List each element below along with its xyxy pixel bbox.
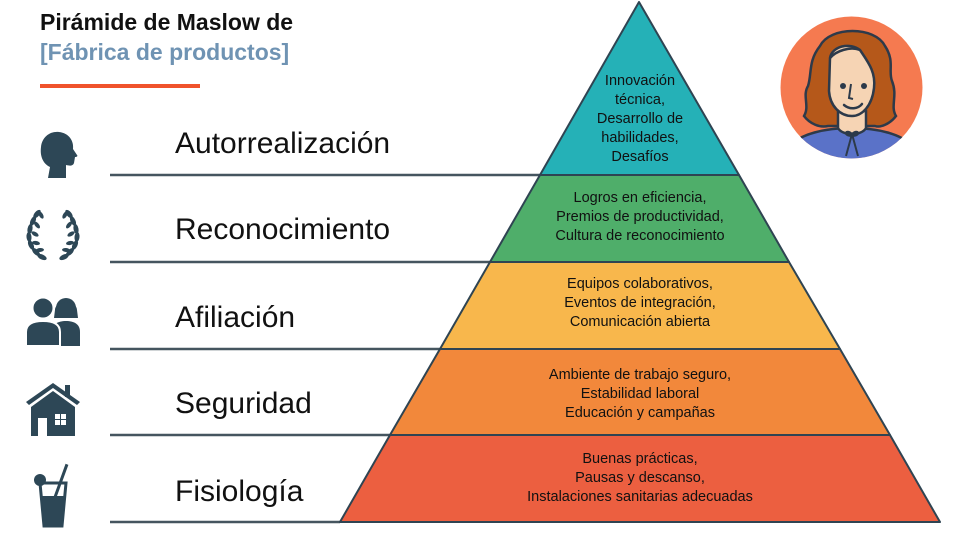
tier-item: técnica, (615, 92, 665, 108)
title-underline (40, 84, 200, 88)
level-label-autorrealizacion: Autorrealización (175, 127, 391, 160)
tier-item: Instalaciones sanitarias adecuadas (527, 489, 753, 505)
tier-item: Eventos de integración, (564, 295, 716, 311)
tier-item: Innovación (604, 73, 676, 89)
tier-item: Educación y campañas (565, 405, 715, 421)
page-title: Pirámide de Maslow de (40, 9, 294, 35)
level-label-fisiologia: Fisiología (175, 475, 304, 508)
tier-item: Cultura de reconocimiento (555, 228, 725, 244)
woman-avatar-icon (780, 16, 923, 159)
couple-icon (25, 296, 80, 347)
tier-item: Logros en eficiencia, (573, 190, 707, 206)
tier-item: Desafíos (611, 149, 669, 165)
tier-item: Pausas y descanso, (575, 470, 705, 486)
laurel-wreath-icon (26, 209, 80, 261)
tier-item: Estabilidad laboral (580, 386, 700, 402)
tier-item: Buenas prácticas, (582, 451, 698, 467)
tier-item: Desarrollo de (596, 111, 684, 127)
tier-text-seguridad: Ambiente de trabajo seguro, Estabilidad … (440, 366, 840, 423)
tier-text-autorrealizacion: Innovación técnica, Desarrollo de habili… (560, 72, 720, 167)
tier-item: Equipos colaborativos, (567, 276, 713, 292)
tier-item: Ambiente de trabajo seguro, (548, 367, 732, 383)
level-label-seguridad: Seguridad (175, 387, 312, 420)
drink-glass-icon (34, 463, 69, 528)
house-icon (26, 383, 80, 436)
tier-item: Comunicación abierta (569, 314, 711, 330)
tier-text-fisiologia: Buenas prácticas, Pausas y descanso, Ins… (390, 450, 890, 507)
tier-text-reconocimiento: Logros en eficiencia, Premios de product… (510, 189, 770, 246)
head-profile-icon (40, 131, 78, 178)
level-label-reconocimiento: Reconocimiento (175, 213, 391, 246)
tier-item: habilidades, (601, 130, 679, 146)
tier-item: Premios de productividad, (556, 209, 724, 225)
tier-text-afiliacion: Equipos colaborativos, Eventos de integr… (490, 275, 790, 332)
page-subtitle: [Fábrica de productos] (40, 39, 290, 65)
level-label-afiliacion: Afiliación (175, 301, 296, 334)
tier-fisiologia (339, 434, 941, 523)
